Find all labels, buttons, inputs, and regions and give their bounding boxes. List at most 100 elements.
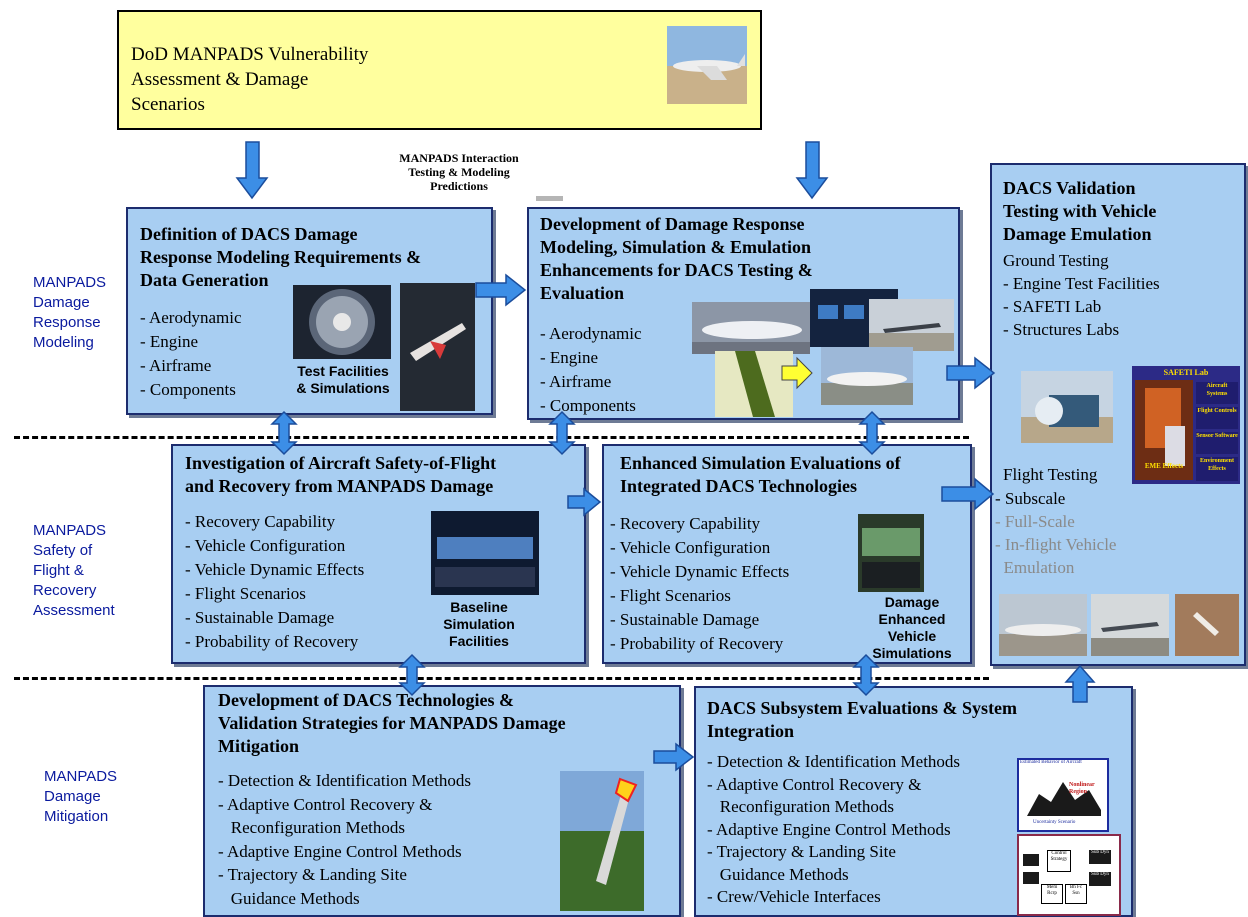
investigation-box-title: Investigation of Aircraft Safety-of-Flig… <box>185 452 496 498</box>
enhanced-sim-photo <box>858 514 924 592</box>
subsystem-title-line-2: Integration <box>707 721 794 741</box>
row-label-3-line-2: Damage <box>44 788 101 805</box>
arrow-up-subsystem <box>1064 664 1096 703</box>
safeti-panel-title: SAFETI Lab <box>1163 368 1209 377</box>
enhanced-caption-line-3: Vehicle <box>887 628 937 644</box>
development-title-line-2: Modeling, Simulation & Emulation <box>540 237 812 257</box>
subsystem-box: DACS Subsystem Evaluations & System Inte… <box>694 686 1133 917</box>
arrow-right-enhanced <box>941 477 995 511</box>
arrow-right-investigation <box>567 487 602 517</box>
safeti-tag-3: Sensor Software <box>1196 432 1238 454</box>
list-item: - SAFETI Lab <box>1003 297 1102 316</box>
row-label-1-line-4: Modeling <box>33 334 94 351</box>
enhanced-caption-line-4: Simulations <box>872 645 952 661</box>
row-label-2-line-5: Assessment <box>33 602 115 619</box>
list-item: - In-flight Vehicle <box>995 535 1117 554</box>
list-item: Guidance Methods <box>707 864 849 884</box>
enhanced-box-title: Enhanced Simulation Evaluations of Integ… <box>620 452 901 498</box>
validation-title-line-1: DACS Validation <box>1003 178 1136 198</box>
development-box: Development of Damage Response Modeling,… <box>527 207 960 420</box>
row-label-2-line-3: Flight & <box>33 562 84 579</box>
row-label-safety-of-flight: MANPADS Safety of Flight & Recovery Asse… <box>33 521 115 621</box>
list-item: - Vehicle Dynamic Effects <box>610 562 790 581</box>
investigation-item-list: - Recovery Capability - Vehicle Configur… <box>185 510 364 654</box>
definition-item-list: - Aerodynamic - Engine - Airframe - Comp… <box>140 306 242 402</box>
development-title-line-1: Development of Damage Response <box>540 214 805 234</box>
aircraft-photo <box>667 26 747 104</box>
row-label-2-line-4: Recovery <box>33 582 97 599</box>
list-item: - Adaptive Control Recovery & <box>218 794 433 814</box>
list-item: - Components <box>140 380 236 399</box>
definition-title-line-3: Data Generation <box>140 270 269 290</box>
eme-effects-label: EME Effects <box>1144 462 1184 470</box>
safeti-lab-photo <box>1135 380 1193 480</box>
definition-caption-line-2: & Simulations <box>296 380 390 396</box>
definition-photo-caption: Test Facilities & Simulations <box>283 363 403 397</box>
flight-testing-heading: Flight Testing <box>1003 465 1098 484</box>
row-label-response-modeling: MANPADS Damage Response Modeling <box>33 273 106 353</box>
safeti-tag-1: Aircraft Systems <box>1196 382 1238 404</box>
ground-testing-heading: Ground Testing <box>1003 251 1109 270</box>
wind-tunnel-photo <box>400 283 475 411</box>
technologies-box-title: Development of DACS Technologies & Valid… <box>218 689 566 758</box>
row-label-2-line-1: MANPADS <box>33 522 107 539</box>
list-item: - Engine Test Facilities <box>1003 274 1160 293</box>
list-item: Reconfiguration Methods <box>218 818 405 837</box>
plot-axis-label: Uncertainty Scenario <box>1033 820 1076 825</box>
arrow-vertical-4 <box>398 653 426 697</box>
top-box-line-1: DoD MANPADS Vulnerability <box>131 44 369 65</box>
arrow-right-technologies <box>653 742 695 772</box>
arrow-vertical-3 <box>858 410 886 456</box>
validation-box-title: DACS Validation Testing with Vehicle Dam… <box>1003 177 1156 246</box>
arrow-down-left <box>235 141 269 200</box>
development-title-line-3: Enhancements for DACS Testing & <box>540 260 813 280</box>
definition-box-title: Definition of DACS Damage Response Model… <box>140 223 421 292</box>
arrow-vertical-1 <box>270 410 298 456</box>
airliner-ground-photo <box>821 347 913 405</box>
baseline-sim-photo <box>431 511 539 595</box>
list-item: - Engine <box>140 332 199 351</box>
top-box-line-2: Assessment & Damage <box>131 69 309 90</box>
arrow-vertical-5 <box>852 653 880 697</box>
c17-flight-photo <box>1091 594 1169 656</box>
flow-block-3: Sub Dyn <box>1089 872 1111 886</box>
baseline-sim-caption: Baseline Simulation Facilities <box>419 599 539 650</box>
arrow-right-definition <box>475 273 527 307</box>
technologies-title-line-3: Mitigation <box>218 736 299 756</box>
list-item: - Engine <box>540 348 599 367</box>
enhanced-caption-line-2: Enhanced <box>878 611 946 627</box>
enhanced-item-list: - Recovery Capability - Vehicle Configur… <box>610 512 789 656</box>
row-label-3-line-3: Mitigation <box>44 808 109 825</box>
row-label-3-line-1: MANPADS <box>44 768 118 785</box>
arrow-right-development <box>946 356 996 390</box>
plot-header: Estimated Behavior of Aircraft <box>1020 760 1082 765</box>
vulnerability-assessment-box: DoD MANPADS Vulnerability Assessment & D… <box>117 10 762 130</box>
list-item: - Crew/Vehicle Interfaces <box>707 887 881 906</box>
list-item: Guidance Methods <box>218 888 360 908</box>
ground-testing-list: - Engine Test Facilities - SAFETI Lab - … <box>1003 272 1160 341</box>
wing-damage-photo <box>715 351 793 417</box>
list-item: - Recovery Capability <box>185 512 336 531</box>
list-item: - Flight Scenarios <box>185 584 306 603</box>
separator-lower <box>14 677 989 680</box>
investigation-title-line-2: and Recovery from MANPADS Damage <box>185 476 494 496</box>
list-item: - Structures Labs <box>1003 320 1120 339</box>
arrow-down-right <box>795 141 829 200</box>
definition-title-line-2: Response Modeling Requirements & <box>140 247 422 267</box>
airliner-taxi-photo <box>692 302 810 354</box>
engine-test-photo <box>1021 371 1113 443</box>
uav-flight-photo <box>1175 594 1239 656</box>
list-item: - Sustainable Damage <box>185 608 335 627</box>
list-item: - Airframe <box>140 356 212 375</box>
interaction-caption: MANPADS Interaction Testing & Modeling P… <box>378 151 540 193</box>
safeti-lab-panel: SAFETI Lab EME Effects Aircraft Systems … <box>1132 366 1240 484</box>
enhanced-sim-caption: Damage Enhanced Vehicle Simulations <box>856 594 968 662</box>
flow-block-2: Sub Dyn <box>1089 850 1111 864</box>
row-label-2-line-2: Safety of <box>33 542 93 559</box>
enhanced-title-line-2: Integrated DACS Technologies <box>620 476 858 496</box>
development-box-title: Development of Damage Response Modeling,… <box>540 213 813 305</box>
development-title-line-4: Evaluation <box>540 283 625 303</box>
investigation-title-line-1: Investigation of Aircraft Safety-of-Flig… <box>185 453 497 473</box>
list-item: - Aerodynamic <box>540 324 642 343</box>
